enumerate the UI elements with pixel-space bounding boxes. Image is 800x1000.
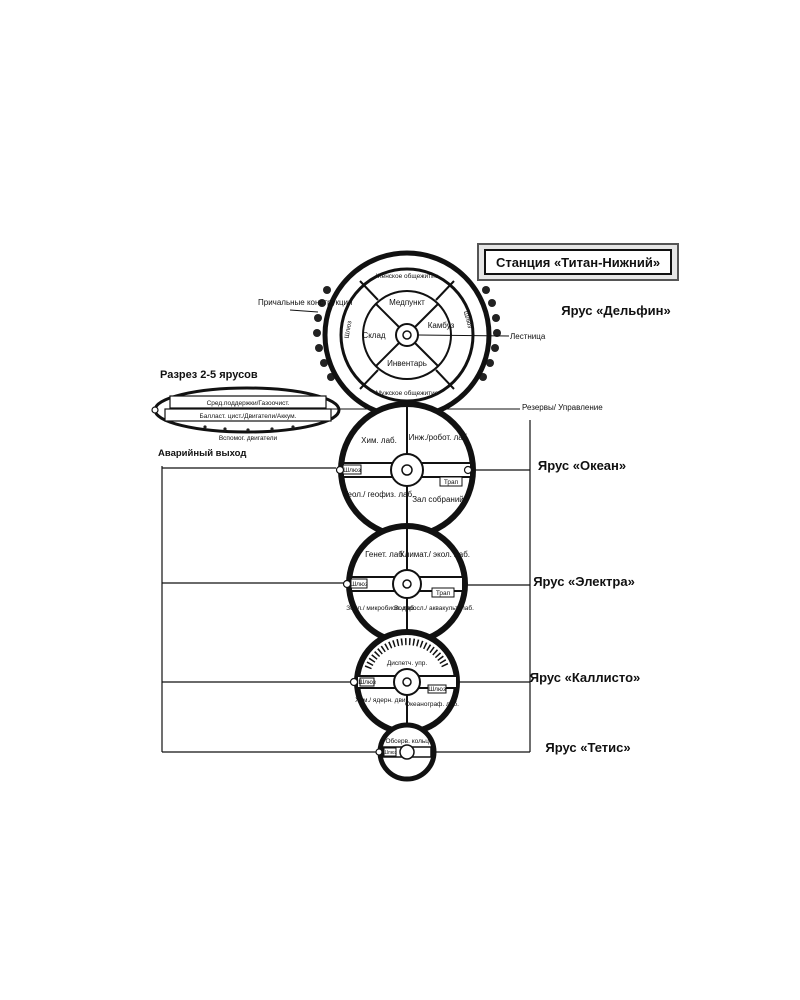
room-callisto-airlock-east: Шлюз — [428, 686, 446, 693]
section-view: Сред.поддержки/Газоочист. Балласт. цист.… — [151, 386, 341, 442]
room-eng-robot-lab: Инж./робот. лаб — [409, 433, 468, 442]
room-control-center: Диспетч. упр. — [387, 660, 428, 667]
ladder-label: Лестница — [510, 332, 546, 341]
room-zoo-lab: Зоол./ микробиол. лаб. — [346, 604, 416, 612]
tier-ocean-plan: Хим. лаб. Инж./робот. лаб Геол./ геофиз.… — [335, 401, 476, 539]
emergency-exit-lines — [161, 466, 378, 753]
reserve-control-lines — [434, 420, 531, 753]
room-mens-dorm: Мужское общежитие — [376, 389, 439, 397]
tier-dolphin-name: Ярус «Дельфин» — [561, 303, 670, 318]
room-genetics-lab: Генет. лаб — [365, 550, 403, 559]
room-galley: Камбуз — [428, 321, 455, 330]
tier-callisto-name: Ярус «Каллисто» — [530, 670, 641, 685]
berthing-label: Причальные конструкции — [258, 298, 352, 307]
room-inventory: Инвентарь — [387, 359, 427, 368]
room-ocean-airlock: Шлюз — [343, 467, 361, 474]
room-airlock-west: Шлюз — [344, 320, 354, 339]
room-ocean-ramp: Трап — [444, 479, 459, 486]
room-chem-lab: Хим. лаб. — [361, 436, 397, 445]
room-oceanography-lab: Океанограф. лаб. — [405, 700, 459, 708]
tier-callisto-plan: Диспетч. упр. Хим./ ядерн. двиг. Океаног… — [349, 629, 460, 735]
room-electra-ramp: Трап — [436, 590, 451, 597]
room-airlock-east: Шлюз — [462, 310, 473, 329]
room-assembly-hall: Зал собраний — [412, 495, 464, 504]
tier-electra-name: Ярус «Электра» — [533, 574, 635, 589]
tier-tethys-plan: Обсерв. кольцо Шлюз — [375, 722, 437, 782]
room-tethys-airlock: Шлюз — [383, 750, 397, 756]
section-room-bottom: Вспомог. двигатели — [219, 435, 278, 442]
room-storage: Склад — [362, 331, 385, 340]
section-heading: Разрез 2-5 ярусов — [160, 369, 258, 381]
room-medbay: Медпункт — [389, 298, 425, 307]
room-observation-ring: Обсерв. кольцо — [385, 737, 432, 745]
room-geo-lab: Геол./ геофиз. лаб. — [344, 490, 415, 499]
tier-electra-plan: Генет. лаб Климат./ экол. лаб. Зоол./ ми… — [342, 523, 474, 645]
reserve-label: Резервы/ Управление — [522, 403, 603, 412]
section-room-top: Сред.поддержки/Газоочист. — [207, 400, 290, 407]
room-engines: Хим./ ядерн. двиг. — [355, 697, 409, 704]
station-title: Станция «Титан-Нижний» — [496, 255, 660, 270]
room-electra-airlock: Шлюз — [350, 581, 368, 588]
tier-tethys-name: Ярус «Тетис» — [545, 740, 630, 755]
tier-ocean-name: Ярус «Океан» — [538, 458, 626, 473]
room-climate-lab: Климат./ экол. лаб. — [400, 550, 470, 559]
tier-dolphin-plan: Женское общежитие Медпункт Склад Камбуз … — [313, 250, 501, 420]
room-womens-dorm: Женское общежитие — [376, 272, 439, 280]
room-callisto-airlock-west: Шлюз — [358, 679, 376, 686]
berthing-bumps — [313, 286, 501, 381]
room-algae-lab: Водоросл./ аквакульт. лаб. — [394, 604, 474, 612]
section-room-middle: Балласт. цист./Двигатели/Аккум. — [200, 413, 297, 420]
emergency-exit-label: Аварийный выход — [158, 448, 246, 459]
emergency-exit-text: Аварийный выход — [158, 448, 246, 459]
title-box: Станция «Титан-Нижний» — [477, 243, 679, 281]
